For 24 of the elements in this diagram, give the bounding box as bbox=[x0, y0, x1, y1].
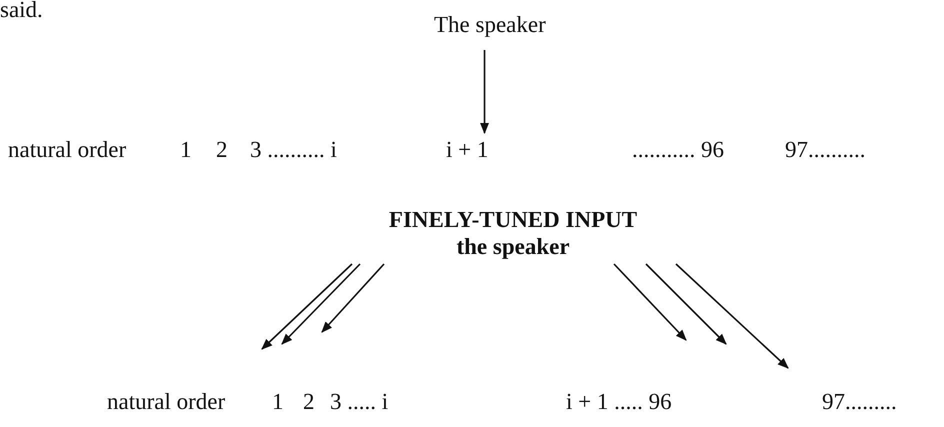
arrow bbox=[281, 263, 361, 345]
text-label: 2 bbox=[216, 137, 228, 163]
text-label: 97.......... bbox=[785, 137, 866, 163]
arrow bbox=[480, 50, 489, 134]
text-label: natural order bbox=[107, 389, 226, 415]
text-label: i + 1 ..... 96 bbox=[566, 389, 672, 415]
text-label: The speaker bbox=[434, 12, 546, 38]
arrow bbox=[675, 263, 789, 369]
arrow bbox=[261, 263, 353, 350]
text-label: 97......... bbox=[822, 389, 897, 415]
text-label: natural order bbox=[8, 137, 126, 163]
text-label: 1 bbox=[272, 389, 284, 415]
text-label: ........... 96 bbox=[632, 137, 724, 163]
text-label: 2 bbox=[303, 389, 314, 415]
arrow bbox=[613, 263, 687, 341]
text-label: i + 1 bbox=[446, 137, 488, 163]
arrow bbox=[321, 263, 385, 333]
arrow bbox=[645, 263, 727, 345]
subheading: the speaker bbox=[455, 233, 571, 260]
text-label: 3 ..... i bbox=[330, 389, 388, 415]
text-label: 1 bbox=[180, 137, 192, 163]
heading: FINELY-TUNED INPUT bbox=[388, 206, 638, 233]
text-label: said. bbox=[0, 0, 43, 23]
text-label: 3 .......... i bbox=[250, 137, 337, 163]
